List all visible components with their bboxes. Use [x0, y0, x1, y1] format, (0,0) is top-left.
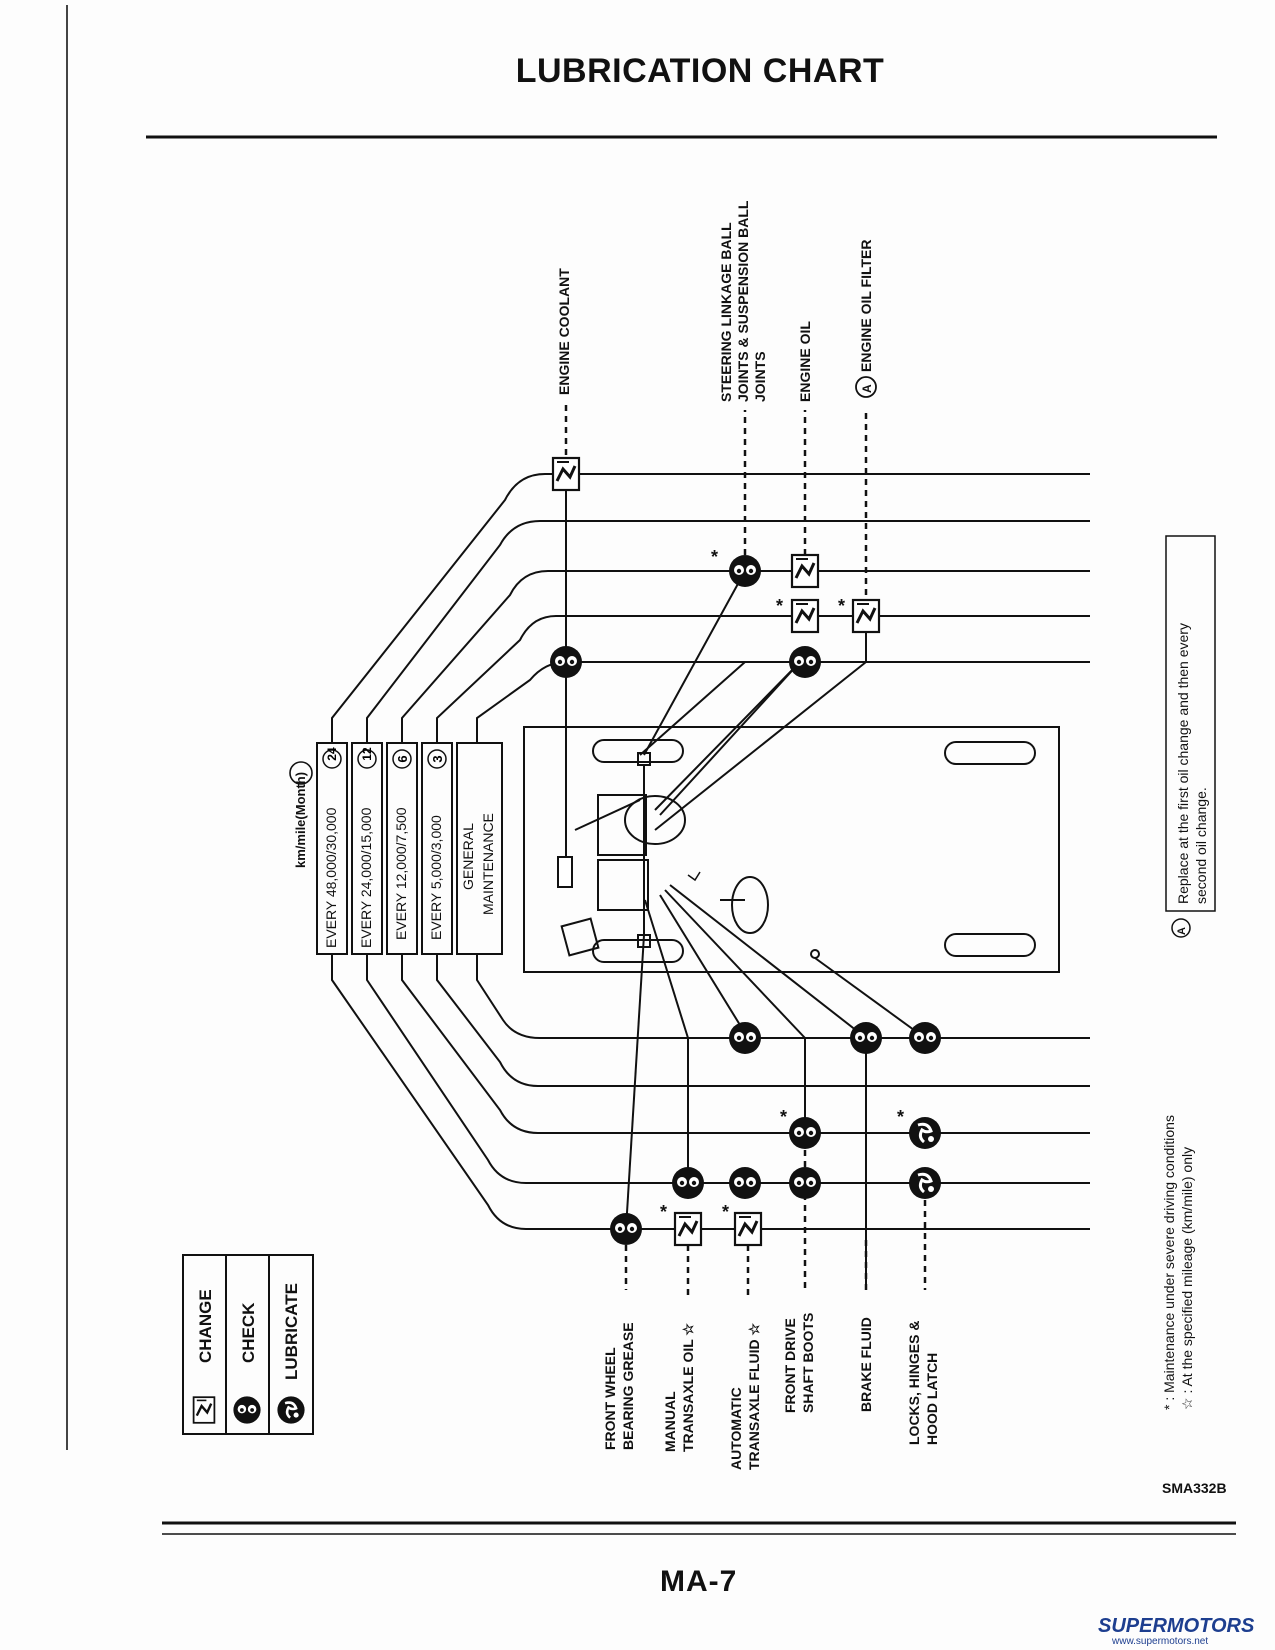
svg-text:*: *: [838, 596, 845, 616]
filter-marker: A: [860, 384, 874, 393]
legend-check-label: CHECK: [239, 1302, 258, 1363]
label-front-wheel-2: BEARING GREASE: [620, 1322, 636, 1450]
lower-routing-lines: [331, 954, 1090, 1230]
note-a-line-2: second oil change.: [1193, 787, 1209, 904]
footnote-mileage: ☆ : At the specified mileage (km/mile) o…: [1179, 1146, 1195, 1410]
locks-lubricate-icon: [907, 1165, 943, 1201]
label-auto-2: TRANSAXLE FLUID ☆: [746, 1322, 762, 1470]
check-icon: [233, 1396, 261, 1424]
svg-text:*: *: [776, 596, 783, 616]
unit-label: km/mile(Month): [293, 771, 308, 868]
page-number: MA-7: [660, 1565, 738, 1598]
svg-text:*: *: [660, 1202, 667, 1222]
auto-transaxle-check-icon: [729, 1022, 761, 1054]
note-a-box: [1165, 535, 1216, 912]
note-a-line-1: Replace at the first oil change and then…: [1175, 623, 1191, 904]
label-front-wheel-1: FRONT WHEEL: [602, 1347, 618, 1450]
i5-months: 3: [430, 755, 445, 762]
engine-oil-change-severe-icon: [790, 598, 820, 634]
oil-filter-change-icon: [851, 598, 881, 634]
note-a-marker: A: [1176, 927, 1188, 935]
dashed-connectors: [564, 400, 927, 1295]
manual-transaxle-check-icon: [672, 1167, 704, 1199]
label-manual-2: TRANSAXLE OIL ☆: [680, 1323, 696, 1452]
i24-months: 12: [360, 747, 374, 761]
interval-5000: EVERY 5,000/3,000: [428, 815, 444, 940]
engine-oil-check-icon: [789, 646, 821, 678]
label-steering-2: JOINTS & SUSPENSION BALL: [735, 200, 751, 402]
severe-markers: * * * * * * *: [660, 547, 904, 1222]
svg-text:*: *: [711, 547, 718, 567]
label-boots-1: FRONT DRIVE: [782, 1318, 798, 1413]
interval-24000: EVERY 24,000/15,000: [358, 807, 374, 948]
footnote-severe: * : Maintenance under severe driving con…: [1161, 1115, 1177, 1410]
i12-months: 6: [395, 755, 410, 762]
wheel-bearing-check-icon: [610, 1213, 642, 1245]
change-icon: [192, 1395, 216, 1425]
svg-text:*: *: [897, 1107, 904, 1127]
leader-lines: [565, 474, 926, 1230]
boots-check-severe-icon: [789, 1117, 821, 1149]
svg-text:*: *: [722, 1202, 729, 1222]
interval-48000: EVERY 48,000/30,000: [323, 807, 339, 948]
manual-transaxle-change-icon: [673, 1211, 703, 1247]
interval-general-2: MAINTENANCE: [480, 813, 496, 915]
coolant-check-icon: [550, 646, 582, 678]
legend-lubricate-label: LUBRICATE: [282, 1283, 301, 1380]
auto-transaxle-change-icon: [733, 1211, 763, 1247]
legend-box: [182, 1254, 314, 1435]
interval-12000: EVERY 12,000/7,500: [393, 807, 409, 940]
watermark-logo: SUPERMOTORS: [1098, 1615, 1255, 1637]
label-auto-1: AUTOMATIC: [728, 1387, 744, 1470]
locks-check-icon: [909, 1022, 941, 1054]
label-boots-2: SHAFT BOOTS: [800, 1312, 816, 1413]
boots-check-icon: [789, 1167, 821, 1199]
label-steering-3: JOINTS: [752, 351, 768, 402]
coolant-change-icon: [551, 456, 581, 492]
page-title: LUBRICATION CHART: [515, 52, 885, 90]
interval-general-1: GENERAL: [460, 823, 476, 890]
svg-text:*: *: [780, 1107, 787, 1127]
legend-change-label: CHANGE: [196, 1289, 215, 1363]
label-engine-coolant: ENGINE COOLANT: [556, 268, 572, 395]
upper-routing-lines: [331, 473, 1090, 743]
engine-oil-change-24k-icon: [790, 553, 820, 589]
i48-months: 24: [325, 747, 339, 761]
brake-fluid-check-icon: [850, 1022, 882, 1054]
label-brake-fluid: BRAKE FLUID: [858, 1317, 874, 1412]
label-locks-1: LOCKS, HINGES &: [906, 1320, 922, 1445]
label-locks-2: HOOD LATCH: [924, 1352, 940, 1445]
lubricate-icon: [276, 1395, 306, 1425]
vehicle-plan-view: [523, 726, 1060, 973]
steering-joints-check-icon: [729, 555, 761, 587]
auto-transaxle-check-24k-icon: [729, 1167, 761, 1199]
label-manual-1: MANUAL: [662, 1391, 678, 1452]
label-engine-oil: ENGINE OIL: [797, 321, 813, 402]
label-engine-oil-filter: ENGINE OIL FILTER: [858, 239, 874, 373]
label-steering-1: STEERING LINKAGE BALL: [718, 222, 734, 402]
watermark-url: www.supermotors.net: [1112, 1636, 1209, 1647]
locks-lubricate-severe-icon: [907, 1115, 943, 1151]
figure-code: SMA332B: [1162, 1480, 1227, 1496]
solid-connectors: [804, 1038, 867, 1290]
